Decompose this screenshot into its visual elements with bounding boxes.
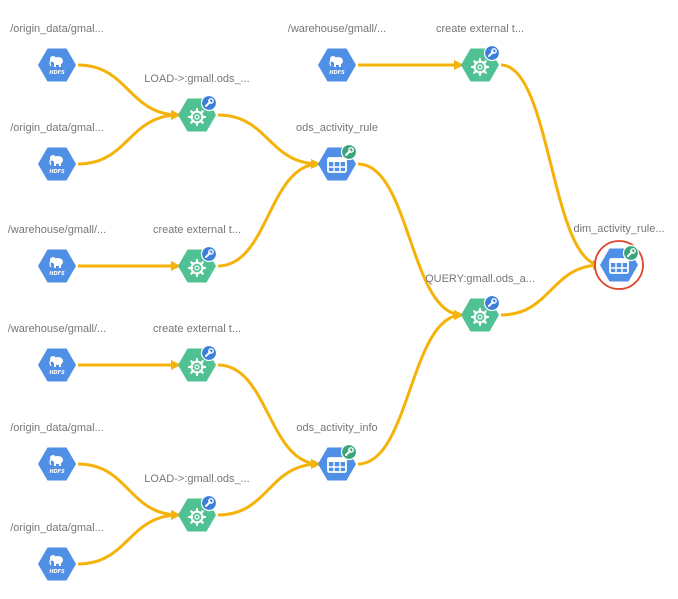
hdfs-node-hdfs3[interactable]: HDFS/warehouse/gmall/... bbox=[8, 224, 106, 283]
hdfs-node-hdfs6[interactable]: HDFS/origin_data/gmal... bbox=[10, 522, 104, 581]
nodes-layer: HDFS/origin_data/gmal...HDFS/origin_data… bbox=[8, 23, 665, 581]
node-label: /origin_data/gmal... bbox=[10, 23, 104, 35]
hdfs-icon: HDFS bbox=[329, 56, 345, 76]
hdfs-hexagon bbox=[318, 48, 356, 82]
gear-icon bbox=[187, 357, 207, 377]
table-icon bbox=[609, 258, 629, 274]
hdfs-icon-text: HDFS bbox=[49, 469, 65, 475]
table-node-tbl_rule[interactable]: ods_activity_rule bbox=[296, 122, 378, 181]
hdfs-node-hdfs2[interactable]: HDFS/origin_data/gmal... bbox=[10, 122, 104, 181]
hdfs-icon-text: HDFS bbox=[49, 370, 65, 376]
hdfs-icon: HDFS bbox=[49, 257, 65, 277]
wrench-badge-icon bbox=[340, 443, 358, 461]
edge-proc_load2-to-tbl_info[interactable] bbox=[217, 459, 321, 517]
hdfs-icon-text: HDFS bbox=[49, 70, 65, 76]
node-label: ods_activity_rule bbox=[296, 122, 378, 134]
table-icon bbox=[327, 457, 347, 473]
node-label: /origin_data/gmal... bbox=[10, 122, 104, 134]
edge-tbl_rule-to-proc_query[interactable] bbox=[357, 162, 464, 320]
wrench-badge-icon bbox=[483, 294, 501, 312]
edge-proc_ext2-to-tbl_info[interactable] bbox=[217, 363, 321, 469]
edge-proc_ext3-to-tbl_dim[interactable] bbox=[500, 63, 603, 270]
gear-icon bbox=[187, 507, 207, 527]
wrench-badge-icon bbox=[622, 244, 640, 262]
node-label: /warehouse/gmall/... bbox=[8, 224, 106, 236]
wrench-badge-icon bbox=[200, 344, 218, 362]
node-label: create external t... bbox=[153, 224, 241, 236]
hdfs-icon: HDFS bbox=[49, 155, 65, 175]
node-label: /origin_data/gmal... bbox=[10, 522, 104, 534]
node-label: dim_activity_rule... bbox=[573, 223, 664, 235]
hdfs-node-hdfs1[interactable]: HDFS/origin_data/gmal... bbox=[10, 23, 104, 82]
wrench-badge-icon bbox=[200, 94, 218, 112]
hdfs-node-hdfs4[interactable]: HDFS/warehouse/gmall/... bbox=[8, 323, 106, 382]
process-node-proc_load2[interactable]: LOAD->:gmall.ods_... bbox=[144, 473, 250, 532]
hdfs-hexagon bbox=[38, 447, 76, 481]
gear-icon bbox=[187, 258, 207, 278]
hdfs-hexagon bbox=[38, 348, 76, 382]
wrench-badge-icon bbox=[200, 494, 218, 512]
node-label: ods_activity_info bbox=[296, 422, 377, 434]
hdfs-icon-text: HDFS bbox=[49, 569, 65, 575]
node-label: /warehouse/gmall/... bbox=[8, 323, 106, 335]
process-node-proc_ext2[interactable]: create external t... bbox=[153, 323, 241, 382]
node-label: /warehouse/gmall/... bbox=[288, 23, 386, 35]
table-node-tbl_dim[interactable]: dim_activity_rule... bbox=[573, 223, 665, 290]
process-node-proc_load1[interactable]: LOAD->:gmall.ods_... bbox=[144, 73, 250, 132]
edge-tbl_info-to-proc_query[interactable] bbox=[357, 310, 464, 466]
edge-proc_load1-to-tbl_rule[interactable] bbox=[217, 113, 321, 169]
hdfs-node-hdfs5[interactable]: HDFS/origin_data/gmal... bbox=[10, 422, 104, 481]
node-label: create external t... bbox=[153, 323, 241, 335]
process-node-proc_ext1[interactable]: create external t... bbox=[153, 224, 241, 283]
edges-layer bbox=[77, 60, 603, 566]
hdfs-hexagon bbox=[38, 547, 76, 581]
node-label: create external t... bbox=[436, 23, 524, 35]
table-icon bbox=[327, 157, 347, 173]
gear-icon bbox=[470, 307, 490, 327]
table-node-tbl_info[interactable]: ods_activity_info bbox=[296, 422, 378, 481]
hdfs-icon-text: HDFS bbox=[329, 70, 345, 76]
hdfs-icon-text: HDFS bbox=[49, 271, 65, 277]
gear-icon bbox=[187, 107, 207, 127]
wrench-badge-icon bbox=[200, 245, 218, 263]
edge-hdfs5-to-proc_load2[interactable] bbox=[77, 462, 181, 520]
edge-hdfs6-to-proc_load2[interactable] bbox=[77, 510, 181, 566]
hdfs-hexagon bbox=[38, 48, 76, 82]
hdfs-icon: HDFS bbox=[49, 555, 65, 575]
wrench-badge-icon bbox=[340, 143, 358, 161]
wrench-badge-icon bbox=[483, 44, 501, 62]
process-node-proc_query[interactable]: QUERY:gmall.ods_a... bbox=[425, 273, 535, 332]
hdfs-hexagon bbox=[38, 249, 76, 283]
node-label: LOAD->:gmall.ods_... bbox=[144, 473, 249, 485]
hdfs-icon: HDFS bbox=[49, 356, 65, 376]
node-label: /origin_data/gmal... bbox=[10, 422, 104, 434]
hdfs-hexagon bbox=[38, 147, 76, 181]
node-label: QUERY:gmall.ods_a... bbox=[425, 273, 535, 285]
process-node-proc_ext3[interactable]: create external t... bbox=[436, 23, 524, 82]
gear-icon bbox=[470, 57, 490, 77]
edge-proc_query-to-tbl_dim[interactable] bbox=[500, 260, 603, 317]
hdfs-icon-text: HDFS bbox=[49, 169, 65, 175]
node-label: LOAD->:gmall.ods_... bbox=[144, 73, 249, 85]
edge-hdfs2-to-proc_load1[interactable] bbox=[77, 110, 181, 166]
hdfs-node-hdfs7[interactable]: HDFS/warehouse/gmall/... bbox=[288, 23, 386, 82]
hdfs-icon: HDFS bbox=[49, 455, 65, 475]
hdfs-icon: HDFS bbox=[49, 56, 65, 76]
edge-proc_ext1-to-tbl_rule[interactable] bbox=[217, 159, 321, 268]
edge-hdfs1-to-proc_load1[interactable] bbox=[77, 63, 181, 120]
